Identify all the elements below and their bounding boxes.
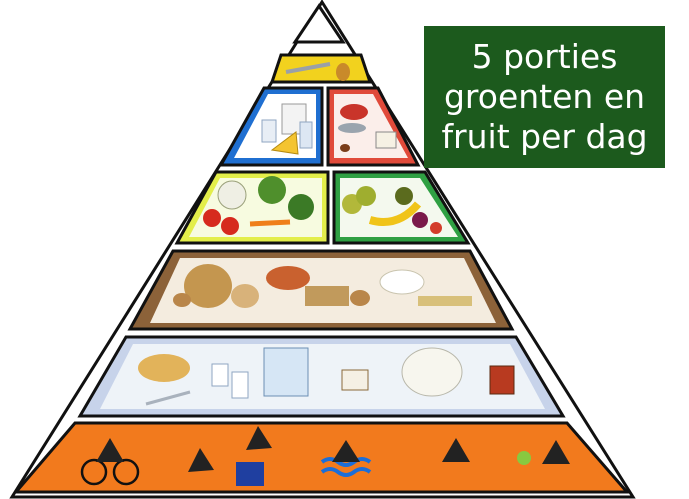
tier-fats-oils xyxy=(269,53,373,84)
vegetable-items xyxy=(203,176,314,235)
fats-items xyxy=(285,62,350,81)
activity-figures xyxy=(80,426,570,486)
callout-line-2: groenten en xyxy=(443,77,646,116)
drink-items xyxy=(138,347,515,406)
portions-callout: 5 porties groenten en fruit per dag xyxy=(424,26,665,168)
bread-items xyxy=(173,264,472,308)
top-tier-triangle xyxy=(292,3,346,44)
callout-line-3: fruit per dag xyxy=(441,117,648,156)
meat-fish-items xyxy=(338,104,397,152)
dairy-items xyxy=(261,103,313,155)
tier-physical-activity xyxy=(12,421,631,494)
callout-line-1: 5 porties xyxy=(471,37,618,76)
fruit-items xyxy=(342,186,442,234)
